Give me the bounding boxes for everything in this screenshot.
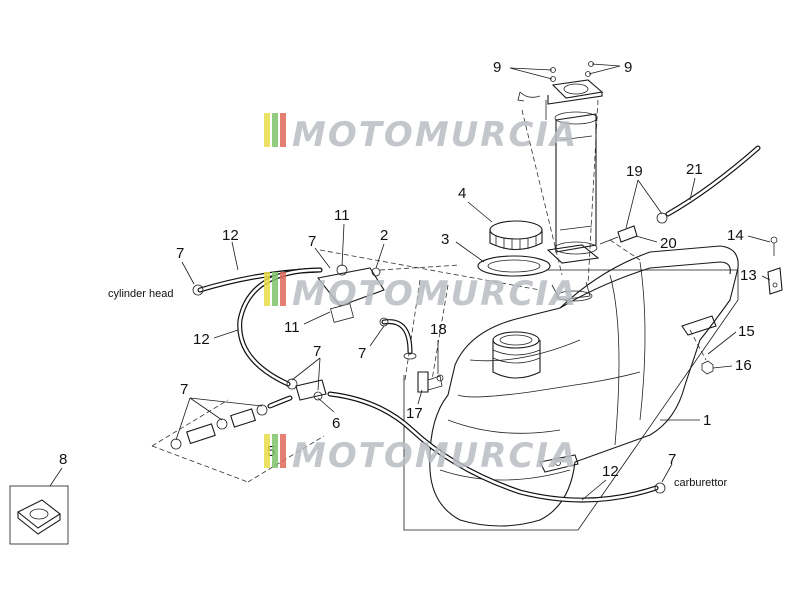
callout-7-tap: 7 bbox=[308, 233, 316, 250]
callout-7-filter: 7 bbox=[313, 343, 321, 360]
screw-14 bbox=[770, 236, 778, 256]
screws-9 bbox=[550, 61, 594, 82]
watermark-stripe-green bbox=[272, 434, 278, 468]
fuel-filter bbox=[286, 378, 327, 401]
watermark-stripe-green bbox=[272, 272, 278, 306]
leader-lines bbox=[49, 63, 771, 501]
callout-5: 5 bbox=[267, 443, 275, 460]
tap-outlet-hose bbox=[379, 317, 417, 360]
callout-21: 21 bbox=[686, 161, 703, 178]
callout-9-right: 9 bbox=[624, 59, 632, 76]
callout-17: 17 bbox=[406, 405, 423, 422]
callout-1: 1 bbox=[703, 412, 711, 429]
callout-4: 4 bbox=[458, 185, 466, 202]
callout-12-left: 12 bbox=[193, 331, 210, 348]
watermark-bottom: MOTOMURCIA bbox=[264, 434, 578, 476]
bracket bbox=[767, 267, 783, 295]
nut-16 bbox=[701, 360, 714, 375]
filler-gasket bbox=[477, 255, 551, 277]
callout-19: 19 bbox=[626, 163, 643, 180]
watermark-stripe-red bbox=[280, 434, 286, 468]
callout-20: 20 bbox=[660, 235, 677, 252]
callout-11-top: 11 bbox=[334, 207, 350, 224]
cylinder-head-label: cylinder head bbox=[108, 288, 173, 300]
callout-7-left: 7 bbox=[176, 245, 184, 262]
callout-9-left: 9 bbox=[493, 59, 501, 76]
watermark-middle: MOTOMURCIA bbox=[264, 272, 578, 314]
watermark-stripe-green bbox=[272, 113, 278, 147]
callout-2: 2 bbox=[380, 227, 388, 244]
watermark-stripe-red bbox=[280, 272, 286, 306]
watermark-stripe-red bbox=[280, 113, 286, 147]
hose-clamp-17-18 bbox=[417, 371, 444, 393]
callout-13: 13 bbox=[740, 267, 757, 284]
fuel-tank bbox=[429, 245, 739, 527]
vent-hose bbox=[656, 145, 761, 224]
watermark-top: MOTOMURCIA bbox=[264, 113, 578, 155]
callout-8: 8 bbox=[59, 451, 67, 468]
callout-7-center: 7 bbox=[358, 345, 366, 362]
callout-3: 3 bbox=[441, 231, 449, 248]
callout-12-bottom: 12 bbox=[602, 463, 619, 480]
watermark-stripe-yellow bbox=[264, 434, 270, 468]
fuel-level-sender bbox=[517, 79, 604, 301]
callout-7-bottom-left: 7 bbox=[180, 381, 188, 398]
callout-11-lower: 11 bbox=[284, 319, 300, 336]
filter-kit bbox=[170, 395, 293, 450]
fuel-hose-carburettor bbox=[327, 391, 666, 503]
tank-assembly-frame bbox=[403, 269, 739, 531]
callout-12-top: 12 bbox=[222, 227, 239, 244]
callout-14: 14 bbox=[727, 227, 744, 244]
watermark-stripe-yellow bbox=[264, 272, 270, 306]
fuel-cap bbox=[489, 220, 543, 251]
watermark-text: MOTOMURCIA bbox=[292, 274, 578, 314]
rubber-pad bbox=[9, 485, 69, 545]
watermark-text: MOTOMURCIA bbox=[292, 115, 578, 155]
callout-15: 15 bbox=[738, 323, 755, 340]
callout-18: 18 bbox=[430, 321, 447, 338]
watermark-text: MOTOMURCIA bbox=[292, 436, 578, 476]
callout-16: 16 bbox=[735, 357, 752, 374]
vent-fitting bbox=[599, 225, 638, 245]
carburettor-label: carburettor bbox=[674, 477, 728, 489]
callout-numbers: 9 9 19 21 4 3 20 14 13 11 2 7 12 7 11 12… bbox=[59, 59, 757, 480]
callout-6: 6 bbox=[332, 415, 340, 432]
watermark-stripe-yellow bbox=[264, 113, 270, 147]
callout-7-carburettor: 7 bbox=[668, 451, 676, 468]
